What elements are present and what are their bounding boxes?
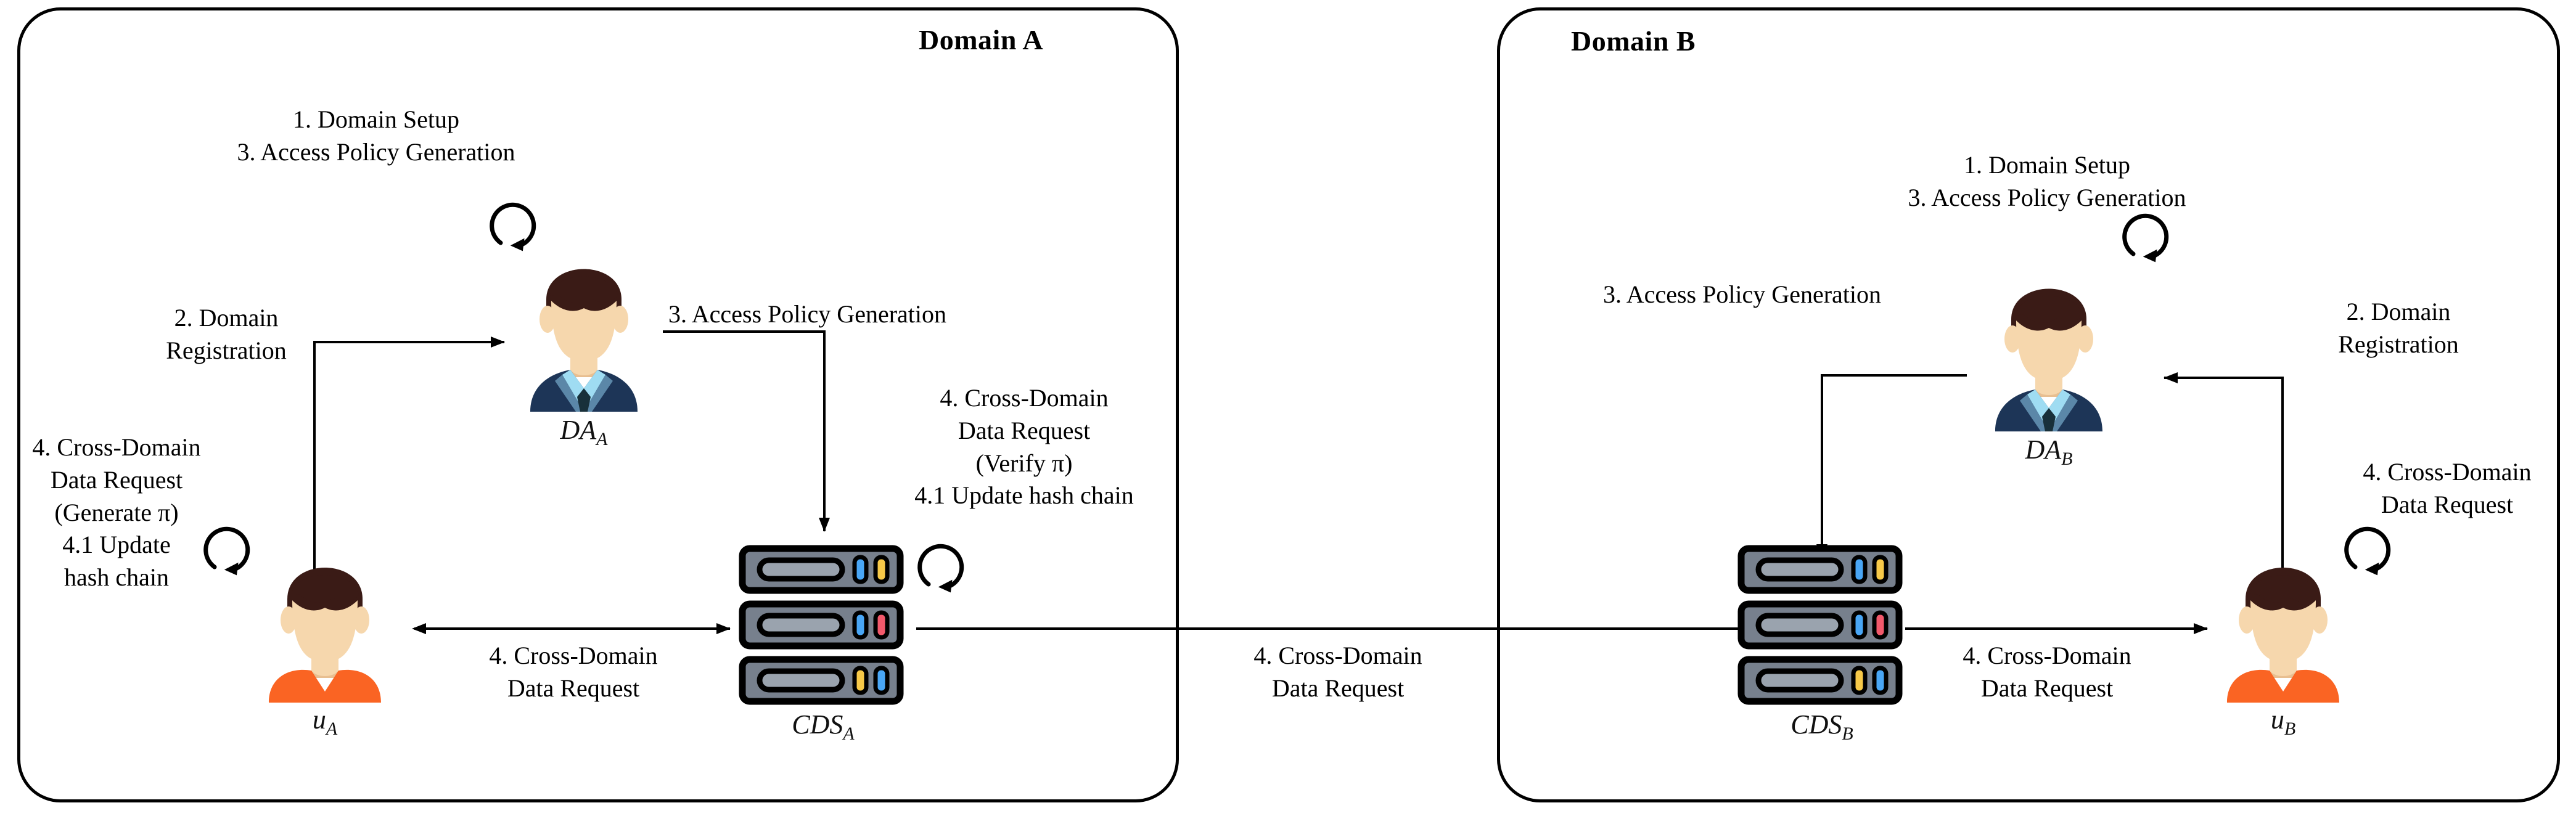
self-loop-icon-user-b <box>2337 516 2405 584</box>
label-a-registration: 2. Domain Registration <box>166 304 287 364</box>
self-loop-icon-da-a <box>482 192 550 260</box>
label-b-registration: 2. Domain Registration <box>2338 298 2459 358</box>
self-loop-icon-user-a <box>196 516 264 584</box>
label-b-user-self: 4. Cross-Domain Data Request <box>2363 458 2532 518</box>
node-user-b-caption: uB <box>2270 704 2296 739</box>
node-user-a-caption: uA <box>312 704 338 739</box>
label-b-da-self: 1. Domain Setup 3. Access Policy Generat… <box>1908 151 2186 211</box>
node-cds-b[interactable]: CDSB <box>1733 542 1911 744</box>
label-interdomain: 4. Cross-Domain Data Request <box>1253 642 1422 702</box>
label-b-cds-user: 4. Cross-Domain Data Request <box>1963 642 2131 702</box>
self-loop-icon-da-b <box>2115 203 2183 271</box>
user-icon <box>2227 568 2339 703</box>
server-icon <box>739 545 904 705</box>
server-icon <box>1737 545 1903 705</box>
user-icon <box>269 568 381 703</box>
businessman-icon <box>530 269 638 412</box>
label-b-policy-to-cds: 3. Access Policy Generation <box>1603 280 1881 308</box>
node-da-b-caption: DAB <box>2025 435 2073 469</box>
node-user-b[interactable]: uB <box>2212 530 2354 739</box>
node-user-a[interactable]: uA <box>254 530 396 739</box>
businessman-icon <box>1995 288 2102 431</box>
node-da-b[interactable]: DAB <box>1972 247 2126 469</box>
node-da-a-caption: DAA <box>560 415 608 449</box>
node-da-a[interactable]: DAA <box>507 227 661 449</box>
label-a-user-cds: 4. Cross-Domain Data Request <box>489 642 658 702</box>
domain-b-title: Domain B <box>1571 25 1696 57</box>
node-cds-a-caption: CDSA <box>792 709 855 744</box>
node-cds-a[interactable]: CDSA <box>734 542 913 744</box>
label-a-user-self: 4. Cross-Domain Data Request (Generate π… <box>32 433 201 592</box>
self-loop-icon-cds-a <box>910 534 978 602</box>
label-a-da-self: 1. Domain Setup 3. Access Policy Generat… <box>237 105 515 166</box>
node-cds-b-caption: CDSB <box>1790 709 1853 744</box>
domain-a-title: Domain A <box>919 24 1044 55</box>
label-a-policy-to-cds: 3. Access Policy Generation <box>668 300 946 328</box>
label-a-cds-self: 4. Cross-Domain Data Request (Verify π) … <box>914 384 1134 510</box>
